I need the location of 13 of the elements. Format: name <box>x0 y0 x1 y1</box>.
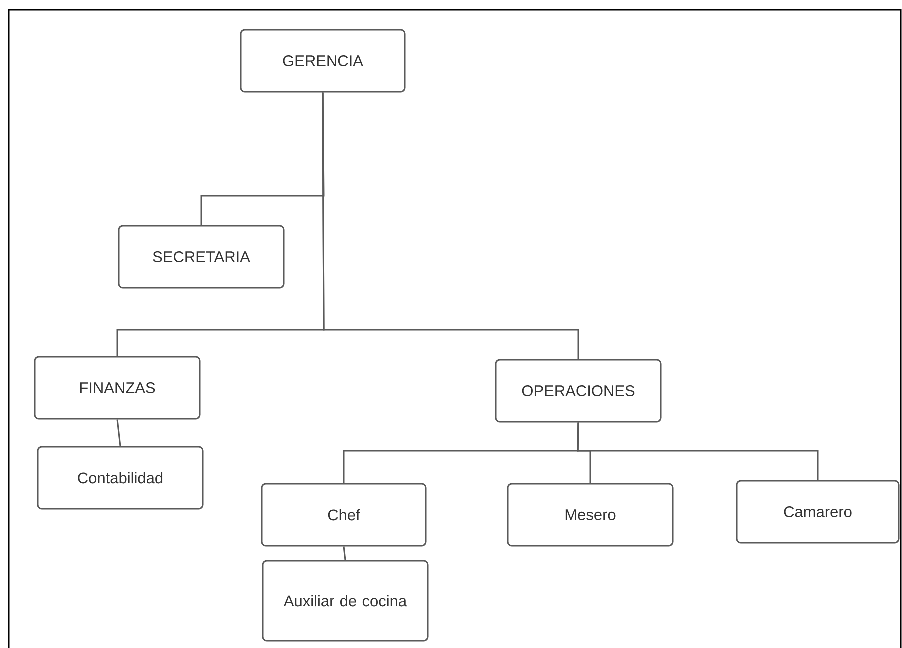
org-box: Mesero <box>507 483 674 547</box>
org-box: Contabilidad <box>37 446 204 510</box>
org-box: Chef <box>261 483 427 547</box>
connector-line <box>116 420 122 446</box>
connector-line <box>343 546 346 560</box>
org-box: Camarero <box>736 480 900 544</box>
org-box: FINANZAS <box>34 356 201 420</box>
org-box: OPERACIONES <box>495 359 662 423</box>
org-box: Auxiliar de cocina <box>262 560 429 642</box>
connector-line <box>322 92 580 360</box>
org-box: GERENCIA <box>240 29 406 93</box>
org-box: SECRETARIA <box>118 225 285 289</box>
connector-line <box>577 422 819 480</box>
